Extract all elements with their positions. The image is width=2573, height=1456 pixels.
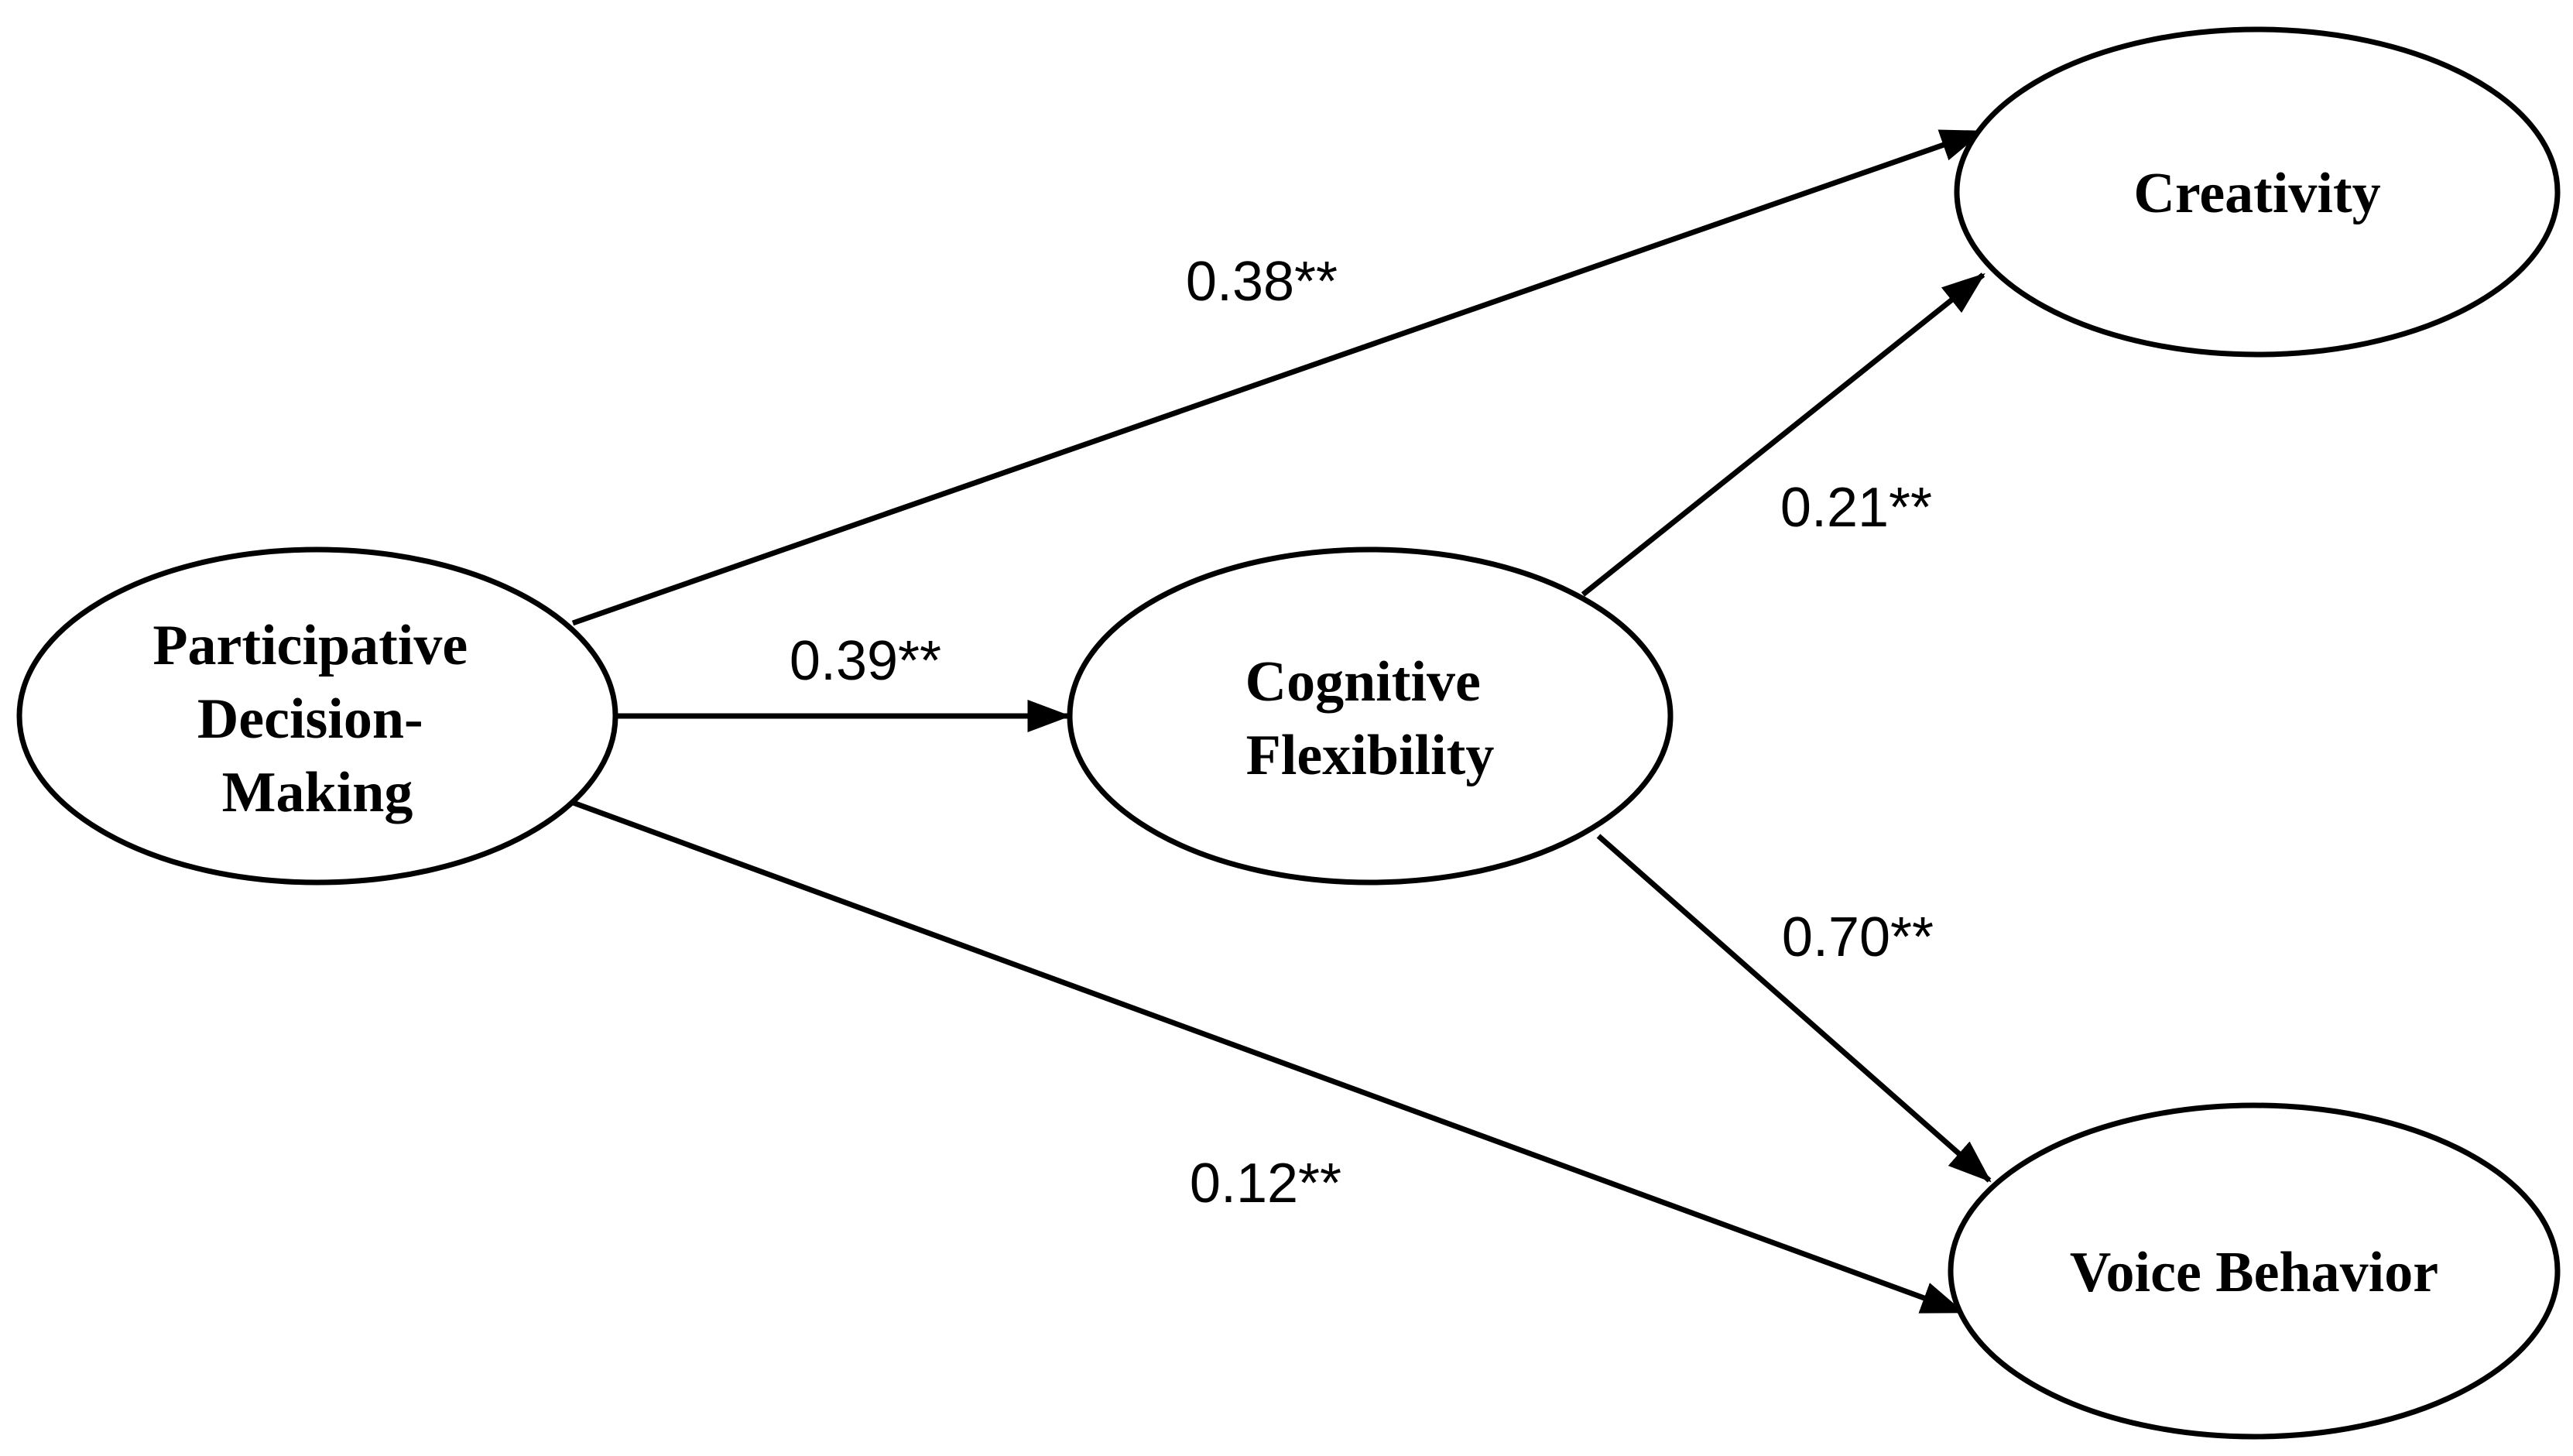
node-cf-label-line-1: Cognitive (1245, 650, 1481, 714)
arrow-cf-to-voice (1596, 834, 1992, 1183)
node-creativity-label-line-1: Creativity (2133, 162, 2380, 225)
node-pdm-ellipse (16, 546, 618, 886)
node-cf-label-line-2: Flexibility (1246, 724, 1495, 787)
node-voice-ellipse (1948, 1102, 2561, 1440)
node-participative-decision-making: Participative Decision- Making (16, 546, 618, 886)
edge-label-pdm-cf: 0.39** (790, 630, 941, 692)
node-creativity: Creativity (1954, 26, 2561, 358)
edge-pdm-to-creativity: 0.38** (571, 128, 1985, 626)
edge-label-pdm-creativity: 0.38** (1186, 251, 1338, 313)
node-pdm-label-line-2: Decision- (197, 687, 423, 751)
node-cognitive-flexibility: Cognitive Flexibility (1067, 546, 1674, 886)
arrow-pdm-to-voice (567, 798, 1965, 1315)
node-pdm-label: Participative Decision- Making (152, 614, 481, 824)
node-creativity-label: Creativity (2133, 162, 2380, 225)
arrow-cf-to-creativity (1581, 272, 1985, 597)
edge-pdm-to-cf: 0.39** (618, 630, 1071, 732)
edge-label-cf-voice: 0.70** (1782, 906, 1934, 968)
edge-label-cf-creativity: 0.21** (1780, 477, 1932, 539)
node-voice-behavior: Voice Behavior (1948, 1102, 2561, 1440)
edge-label-pdm-voice: 0.12** (1190, 1153, 1341, 1214)
edge-cf-to-voice: 0.70** (1596, 834, 1992, 1183)
node-voice-label-line-1: Voice Behavior (2070, 1241, 2438, 1304)
edge-pdm-to-voice: 0.12** (567, 798, 1965, 1315)
node-pdm-label-line-3: Making (222, 761, 413, 824)
arrow-pdm-to-creativity (571, 128, 1985, 626)
node-voice-label: Voice Behavior (2070, 1241, 2438, 1304)
node-creativity-ellipse (1954, 26, 2561, 358)
node-cf-ellipse (1067, 546, 1674, 886)
node-cf-label: Cognitive Flexibility (1245, 650, 1495, 787)
edge-cf-to-creativity: 0.21** (1581, 272, 1985, 597)
node-pdm-label-line-1: Participative (152, 614, 468, 677)
